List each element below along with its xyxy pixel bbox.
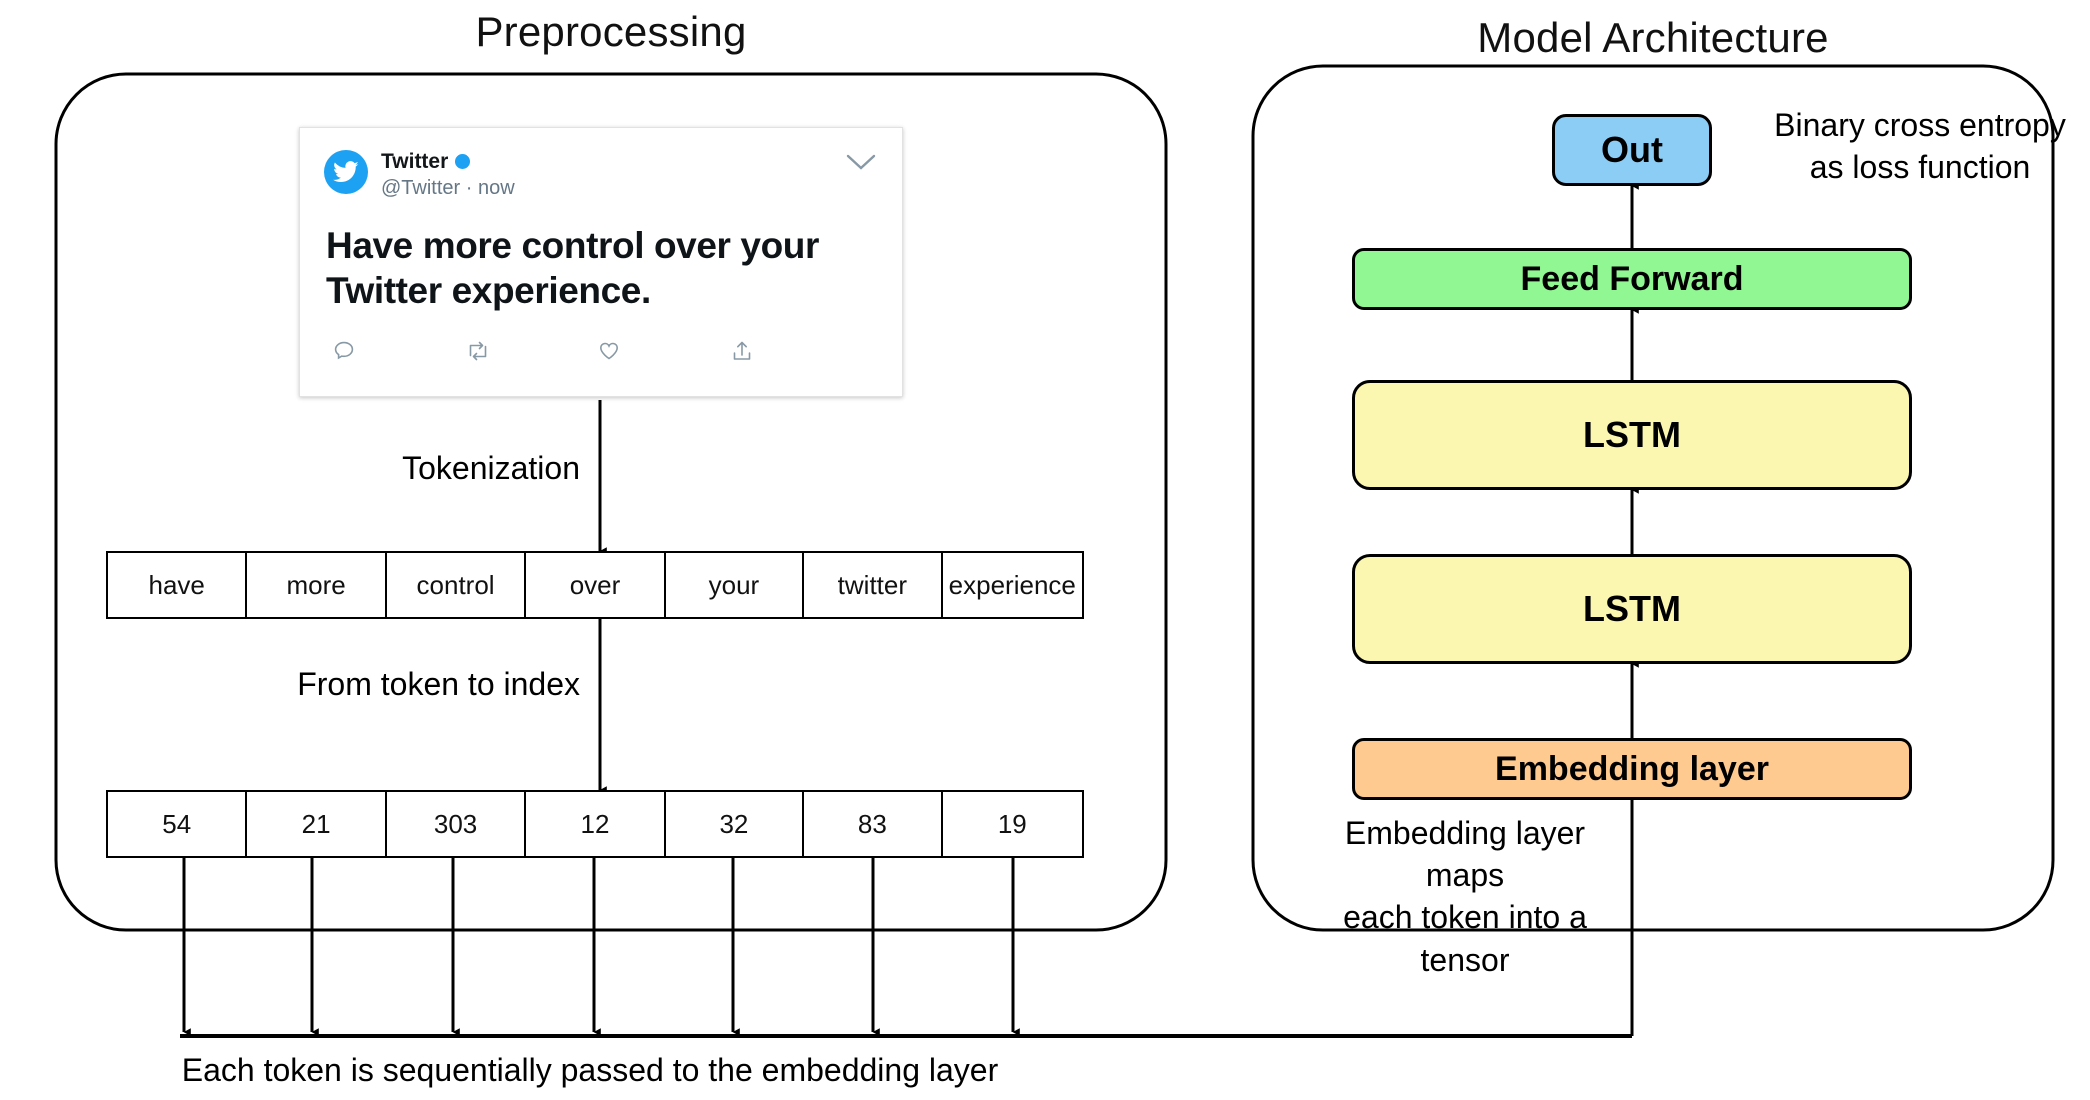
tweet-display-name: Twitter (381, 150, 515, 174)
token-cell: over (526, 553, 666, 617)
layer-box-feed-forward[interactable]: Feed Forward (1352, 248, 1912, 310)
layer-label: Feed Forward (1520, 259, 1744, 298)
index-cell: 21 (247, 792, 387, 856)
layer-label: LSTM (1583, 588, 1681, 629)
layer-label: Embedding layer (1495, 749, 1769, 788)
tweet-display-name-text: Twitter (381, 150, 449, 173)
layer-box-out[interactable]: Out (1552, 114, 1712, 186)
token-cell: your (665, 553, 805, 617)
reply-icon[interactable] (332, 339, 465, 363)
index-cell: 303 (386, 792, 527, 856)
retweet-icon[interactable] (465, 339, 598, 363)
twitter-bird-avatar-icon (324, 150, 368, 194)
index-row: 54 21 303 12 32 83 19 (106, 790, 1084, 858)
tweet-text: Have more control over your Twitter expe… (326, 224, 819, 311)
tweet-header: Twitter @Twitter · now (300, 128, 902, 201)
index-cell: 83 (804, 792, 943, 856)
layer-label: Out (1601, 129, 1663, 170)
index-cell: 32 (665, 792, 805, 856)
layer-box-lstm-top[interactable]: LSTM (1352, 380, 1912, 490)
share-icon[interactable] (730, 339, 863, 363)
loss-function-note-line2: as loss function (1809, 149, 2031, 186)
model-architecture-container (1251, 64, 2055, 932)
verified-badge-icon (455, 154, 471, 170)
loss-function-note: Binary cross entropy as loss function (1760, 104, 2080, 188)
tweet-action-bar (300, 313, 902, 383)
tokenization-label: Tokenization (402, 450, 580, 486)
layer-label: LSTM (1583, 414, 1681, 455)
layer-box-lstm-bottom[interactable]: LSTM (1352, 554, 1912, 664)
token-cell: control (386, 553, 527, 617)
token-row: have more control over your twitter expe… (106, 551, 1084, 619)
token-cell: experience (942, 553, 1082, 617)
chevron-down-icon[interactable] (846, 154, 876, 177)
index-cell: 19 (942, 792, 1082, 856)
token-cell: more (247, 553, 387, 617)
tweet-author-block: Twitter @Twitter · now (381, 150, 515, 201)
index-cell: 12 (526, 792, 666, 856)
bottom-flow-note: Each token is sequentially passed to the… (181, 1052, 999, 1088)
tweet-card[interactable]: Twitter @Twitter · now Have more control… (299, 127, 903, 397)
index-cell: 54 (108, 792, 248, 856)
loss-function-note-line1: Binary cross entropy (1774, 107, 2066, 143)
embedding-note-line2: each token into a tensor (1343, 899, 1587, 978)
token-cell: have (108, 553, 248, 617)
page-title-preprocessing: Preprocessing (475, 8, 747, 55)
token-to-index-label: From token to index (297, 666, 580, 702)
embedding-note-line1: Embedding layer maps (1344, 815, 1586, 894)
token-cell: twitter (804, 553, 943, 617)
layer-box-embedding[interactable]: Embedding layer (1352, 738, 1912, 800)
page-title-model-architecture: Model Architecture (1477, 14, 1829, 61)
like-icon[interactable] (597, 339, 730, 363)
embedding-note: Embedding layer maps each token into a t… (1315, 812, 1615, 981)
tweet-handle: @Twitter · now (381, 176, 515, 199)
